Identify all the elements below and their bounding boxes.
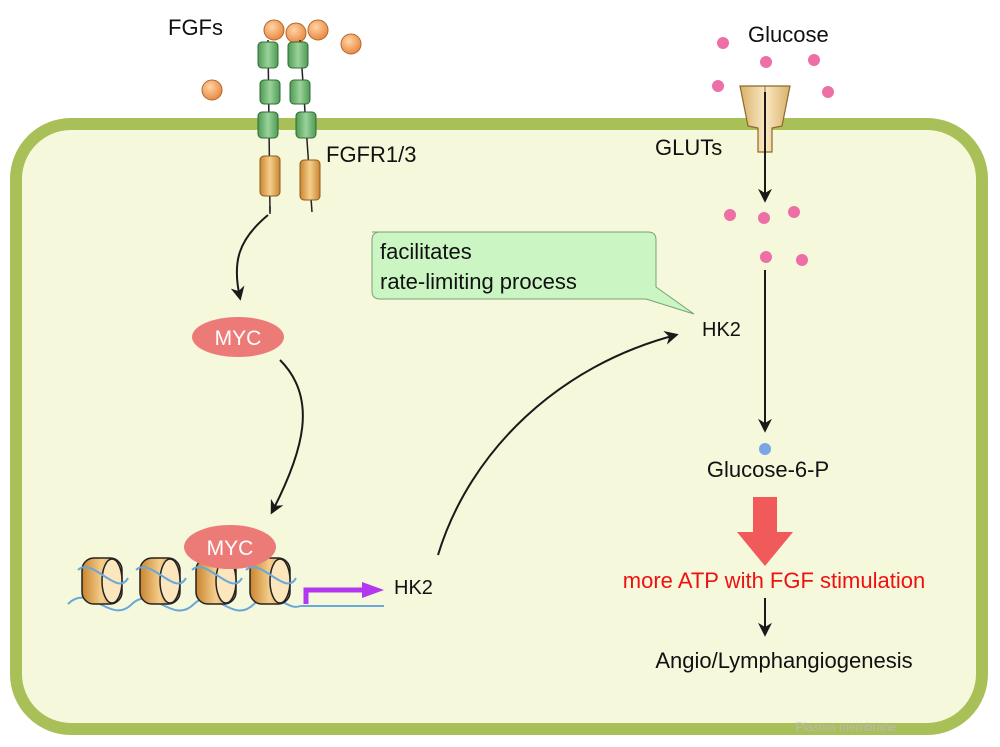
outcome-label: Angio/Lymphangiogenesis — [655, 648, 912, 673]
fgfs-label: FGFs — [168, 15, 223, 40]
arrow-myc-to-nucleus — [270, 359, 304, 515]
glucose-label: Glucose — [748, 22, 829, 47]
big-red-arrow — [737, 497, 793, 566]
hk2-gene-label: HK2 — [394, 577, 433, 599]
arrow-fgfr-to-myc — [230, 214, 269, 301]
g6p-label: Glucose-6-P — [707, 457, 829, 482]
plasma-membrane — [10, 118, 988, 735]
fgf-ligands — [201, 19, 362, 101]
callout-line1: facilitates — [380, 239, 472, 264]
glucose-molecules-outside — [712, 37, 834, 98]
fgfr-label: FGFR1/3 — [326, 142, 416, 167]
dna-nucleosomes — [67, 557, 384, 612]
fgfr-receptor — [257, 39, 321, 214]
plasma-membrane-label: Plasma membrane — [796, 720, 897, 734]
promoter-arrowhead — [362, 582, 384, 598]
atp-label: more ATP with FGF stimulation — [623, 568, 925, 593]
callout-line2: rate-limiting process — [380, 269, 577, 294]
arrow-hk2-gene-to-protein — [437, 331, 679, 556]
myc-nucleus-label: MYC — [207, 537, 254, 560]
callout-box — [371, 231, 695, 315]
myc-cytoplasm — [192, 317, 284, 357]
myc-cytoplasm-label: MYC — [215, 327, 262, 350]
myc-nucleus — [184, 525, 276, 569]
promoter-arrow — [303, 587, 366, 604]
hk2-protein-label: HK2 — [702, 319, 741, 341]
glucose-molecules-inside — [724, 206, 808, 266]
gluts-label: GLUTs — [655, 135, 722, 160]
g6p-molecule — [759, 443, 771, 455]
